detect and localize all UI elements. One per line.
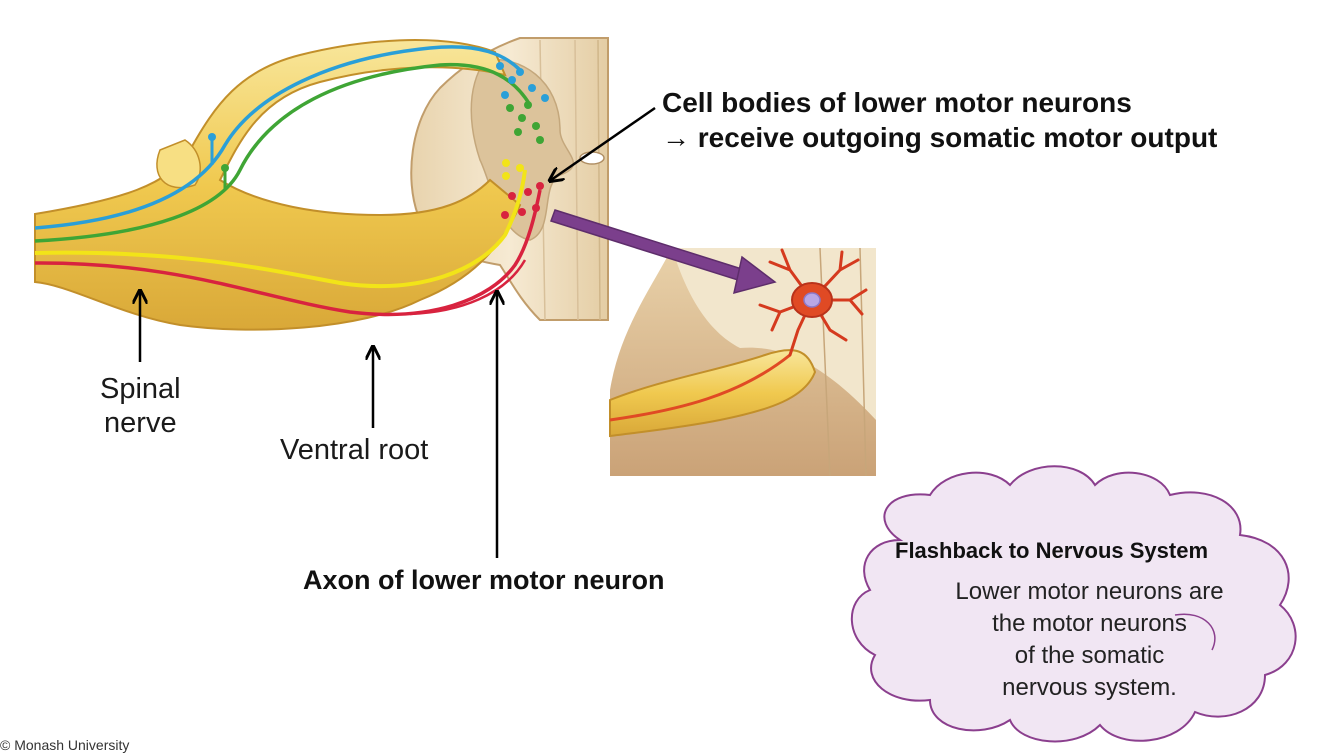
cell-bodies-label-line2: → receive outgoing somatic motor output	[662, 122, 1218, 153]
cell-bodies-arrow	[551, 106, 656, 180]
cell-bodies-label: Cell bodies of lower motor neurons → rec…	[662, 85, 1217, 155]
callout-title: Flashback to Nervous System	[895, 538, 1209, 563]
spinal-nerve-label-line1: Spinal	[100, 373, 181, 405]
copyright-notice: © Monash University	[0, 737, 130, 753]
callout-line3: of the somatic	[1014, 642, 1165, 669]
sensory-fiber-blue	[34, 45, 522, 230]
label-arrows	[140, 106, 656, 558]
inset-panel	[609, 247, 876, 477]
motor-fiber-yellow	[34, 169, 527, 288]
spinal-nerve-label-line2: nerve	[104, 407, 177, 439]
interneuron-fiber-green	[34, 62, 532, 243]
cell-bodies-label-line1: Cell bodies of lower motor neurons	[662, 87, 1132, 118]
callout-line4: nervous system.	[1002, 674, 1177, 701]
motor-fiber-red	[34, 189, 542, 317]
axon-label: Axon of lower motor neuron	[303, 565, 665, 595]
callout-line2: the motor neurons	[992, 610, 1187, 637]
callout-body: Lower motor neurons are the motor neuron…	[912, 576, 1267, 704]
spinal-nerve-label: Spinal nerve	[100, 372, 181, 440]
zoom-pointer-arrow	[550, 209, 777, 295]
cell-bodies	[496, 62, 549, 219]
ventral-root-label: Ventral root	[280, 434, 429, 466]
neural-pathways	[34, 45, 542, 317]
callout-line1: Lower motor neurons are	[955, 578, 1224, 605]
flashback-cloud	[850, 465, 1297, 743]
